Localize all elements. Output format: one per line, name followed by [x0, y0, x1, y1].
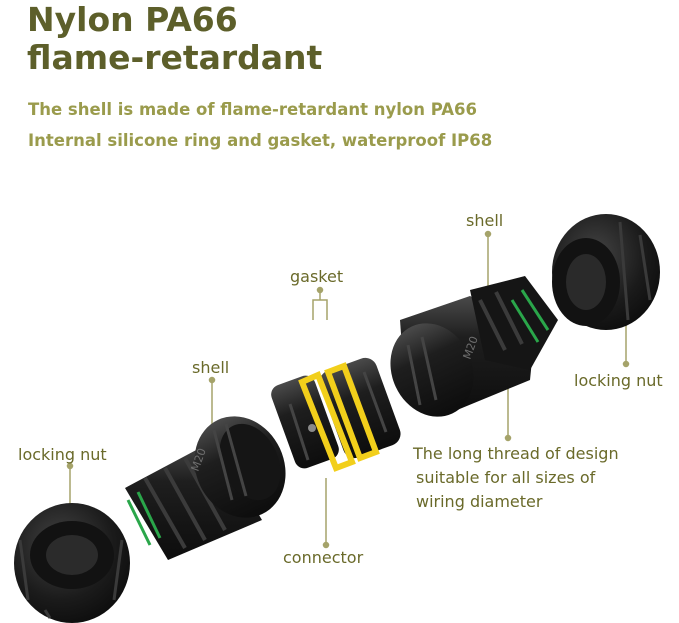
label-thread-line-3: wiring diameter — [416, 492, 543, 511]
label-connector: connector — [283, 548, 364, 567]
label-locking-nut-right: locking nut — [574, 371, 663, 390]
shell-right: M20 — [390, 276, 558, 417]
waterproof-description: Internal silicone ring and gasket, water… — [28, 131, 493, 150]
label-thread-line-1: The long thread of design — [413, 444, 619, 463]
locking-nut-right — [552, 214, 660, 330]
label-gasket: gasket — [290, 267, 344, 286]
label-shell-right: shell — [466, 211, 504, 230]
label-locking-nut-left: locking nut — [18, 445, 107, 464]
label-thread-line-2: suitable for all sizes of — [416, 468, 596, 487]
product-title-line-2: flame-retardant — [27, 38, 323, 77]
gasket-ring — [298, 362, 380, 472]
material-description: The shell is made of flame-retardant nyl… — [28, 100, 478, 119]
shell-left: M20 — [125, 416, 286, 560]
product-title: Nylon PA66 — [27, 0, 238, 39]
label-shell-left: shell — [192, 358, 230, 377]
locking-nut-left — [14, 503, 130, 623]
connector-body — [271, 357, 401, 472]
